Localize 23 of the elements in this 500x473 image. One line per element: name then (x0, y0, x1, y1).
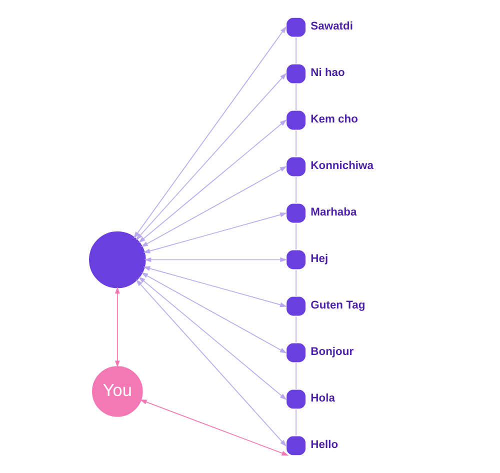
node-label: Bonjour (310, 346, 354, 358)
arrow (138, 119, 287, 243)
arrow (144, 257, 288, 262)
arrow (115, 286, 120, 368)
node-label: Sawatdi (310, 20, 353, 32)
arrow (136, 279, 287, 447)
arrow (143, 266, 287, 308)
arrow (136, 72, 287, 240)
node-label: Marhaba (310, 206, 357, 218)
node-label: Guten Tag (310, 299, 366, 312)
node-label: Hola (310, 392, 335, 404)
arrow (143, 212, 287, 254)
arrow (138, 276, 287, 400)
arrow (141, 272, 287, 354)
node-label: Konnichiwa (310, 160, 374, 172)
node-label: Hej (310, 252, 328, 265)
node-circle: You (92, 366, 143, 417)
arrow (141, 166, 287, 248)
node-label: Ni hao (310, 66, 345, 79)
node-label: Kem cho (310, 113, 358, 126)
arrow (134, 26, 286, 239)
node-label: Hello (310, 438, 338, 451)
arrow (140, 400, 289, 456)
